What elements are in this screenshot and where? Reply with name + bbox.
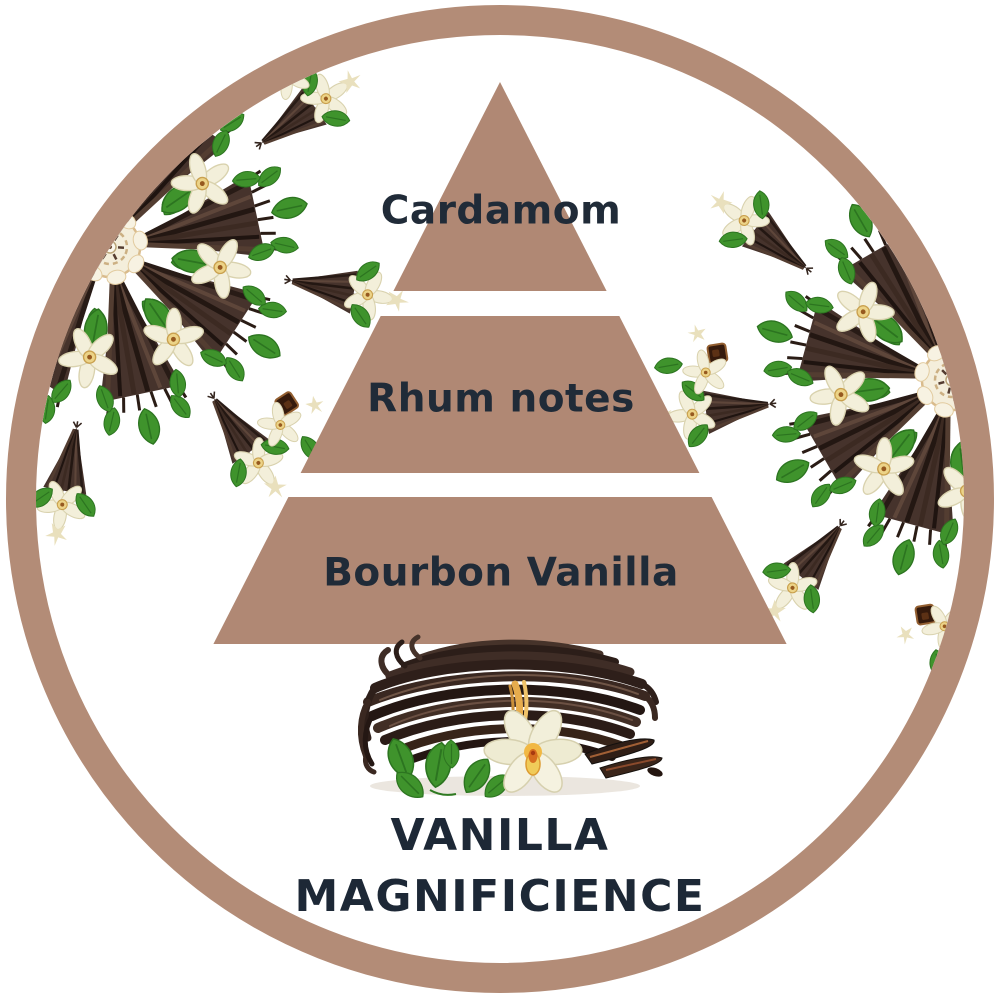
pyramid-top-level bbox=[393, 82, 607, 291]
middle-note-label: Rhum notes bbox=[367, 376, 635, 422]
pyramid-middle-level bbox=[300, 316, 700, 473]
note-pyramid bbox=[213, 82, 787, 644]
fragrance-name-line2: MAGNIFICIENCE bbox=[294, 871, 706, 922]
vanilla-beans-photo bbox=[358, 634, 663, 805]
mint-leaves bbox=[381, 733, 515, 805]
base-note-label: Bourbon Vanilla bbox=[323, 550, 679, 596]
broken-pod-pieces bbox=[584, 738, 663, 779]
pyramid-base-level bbox=[213, 497, 787, 644]
top-note-label: Cardamom bbox=[380, 188, 622, 234]
fragrance-name: VANILLA MAGNIFICIENCE bbox=[0, 805, 1000, 927]
circular-border bbox=[6, 5, 994, 993]
vanilla-flower bbox=[483, 709, 583, 793]
fragrance-name-line1: VANILLA bbox=[390, 810, 610, 861]
